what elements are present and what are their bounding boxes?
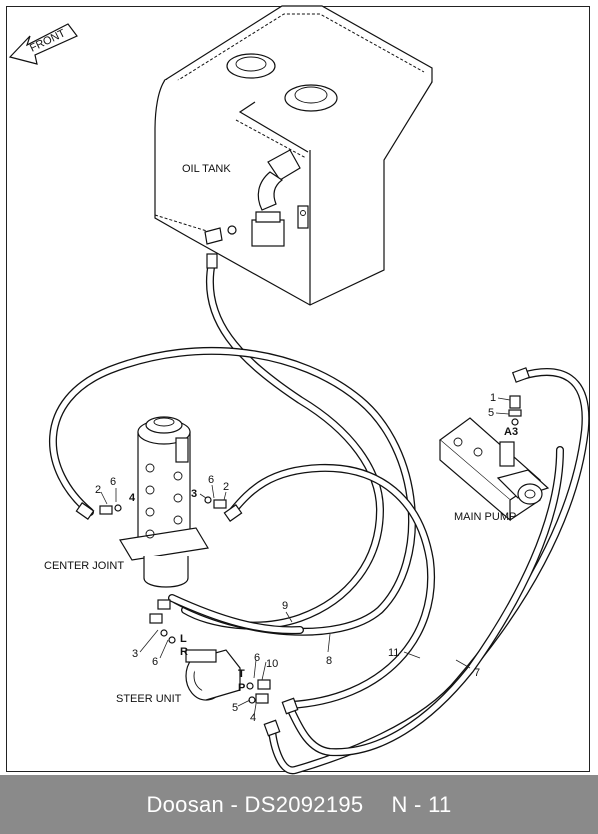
callout-su-5: 5: [232, 702, 238, 714]
callout-hose-11: 11: [388, 647, 399, 659]
center-joint: CENTER JOINT: [44, 416, 209, 588]
port-a3-label: A3: [504, 426, 518, 438]
callout-pump-1: 1: [490, 392, 496, 404]
callout-cj-right-3: 3: [191, 488, 197, 500]
callout-hose-9: 9: [282, 600, 288, 612]
hydraulic-diagram: FRONT OIL: [8, 5, 590, 775]
main-pump: MAIN PUMP A3: [439, 395, 550, 523]
port-t-label: T: [238, 668, 245, 680]
fittings: [75, 253, 531, 737]
footer-page-number: N - 11: [391, 791, 452, 817]
port-p-label: P: [238, 682, 245, 694]
steer-unit-label: STEER UNIT: [116, 693, 182, 705]
callout-su-3: 3: [132, 648, 138, 660]
hoses: [48, 258, 590, 775]
oil-tank: OIL TANK: [154, 5, 433, 306]
callout-cj-left-6: 6: [110, 476, 116, 488]
callout-hose-7: 7: [474, 667, 480, 679]
footer-brand-part: Doosan - DS2092195: [146, 791, 364, 817]
callout-cj-right-2: 2: [223, 481, 229, 493]
callout-leaders: [100, 397, 511, 717]
callout-su-10: 10: [266, 658, 278, 670]
callout-pump-5: 5: [488, 407, 494, 419]
callout-su-top-6: 6: [254, 652, 260, 664]
callout-cj-right-6: 6: [208, 474, 214, 486]
callout-cj-left-4: 4: [129, 492, 136, 504]
port-r-label: R: [180, 646, 188, 658]
callout-hose-8: 8: [326, 655, 332, 667]
callout-cj-left-2: 2: [95, 484, 101, 496]
callout-su-4: 4: [250, 712, 256, 724]
oil-tank-label: OIL TANK: [182, 163, 231, 175]
footer-bar: Doosan - DS2092195 N - 11: [0, 775, 598, 834]
callout-su-6: 6: [152, 656, 158, 668]
center-joint-label: CENTER JOINT: [44, 560, 124, 572]
callout-numbers: 1 5 2 6 4 3 6 2 9 8 11 7 3 6 6 10 5 4: [95, 392, 496, 724]
front-arrow: FRONT: [8, 23, 78, 65]
steer-unit: STEER UNIT T P L R: [116, 633, 245, 705]
port-l-label: L: [180, 633, 187, 645]
main-pump-label: MAIN PUMP: [454, 511, 516, 523]
